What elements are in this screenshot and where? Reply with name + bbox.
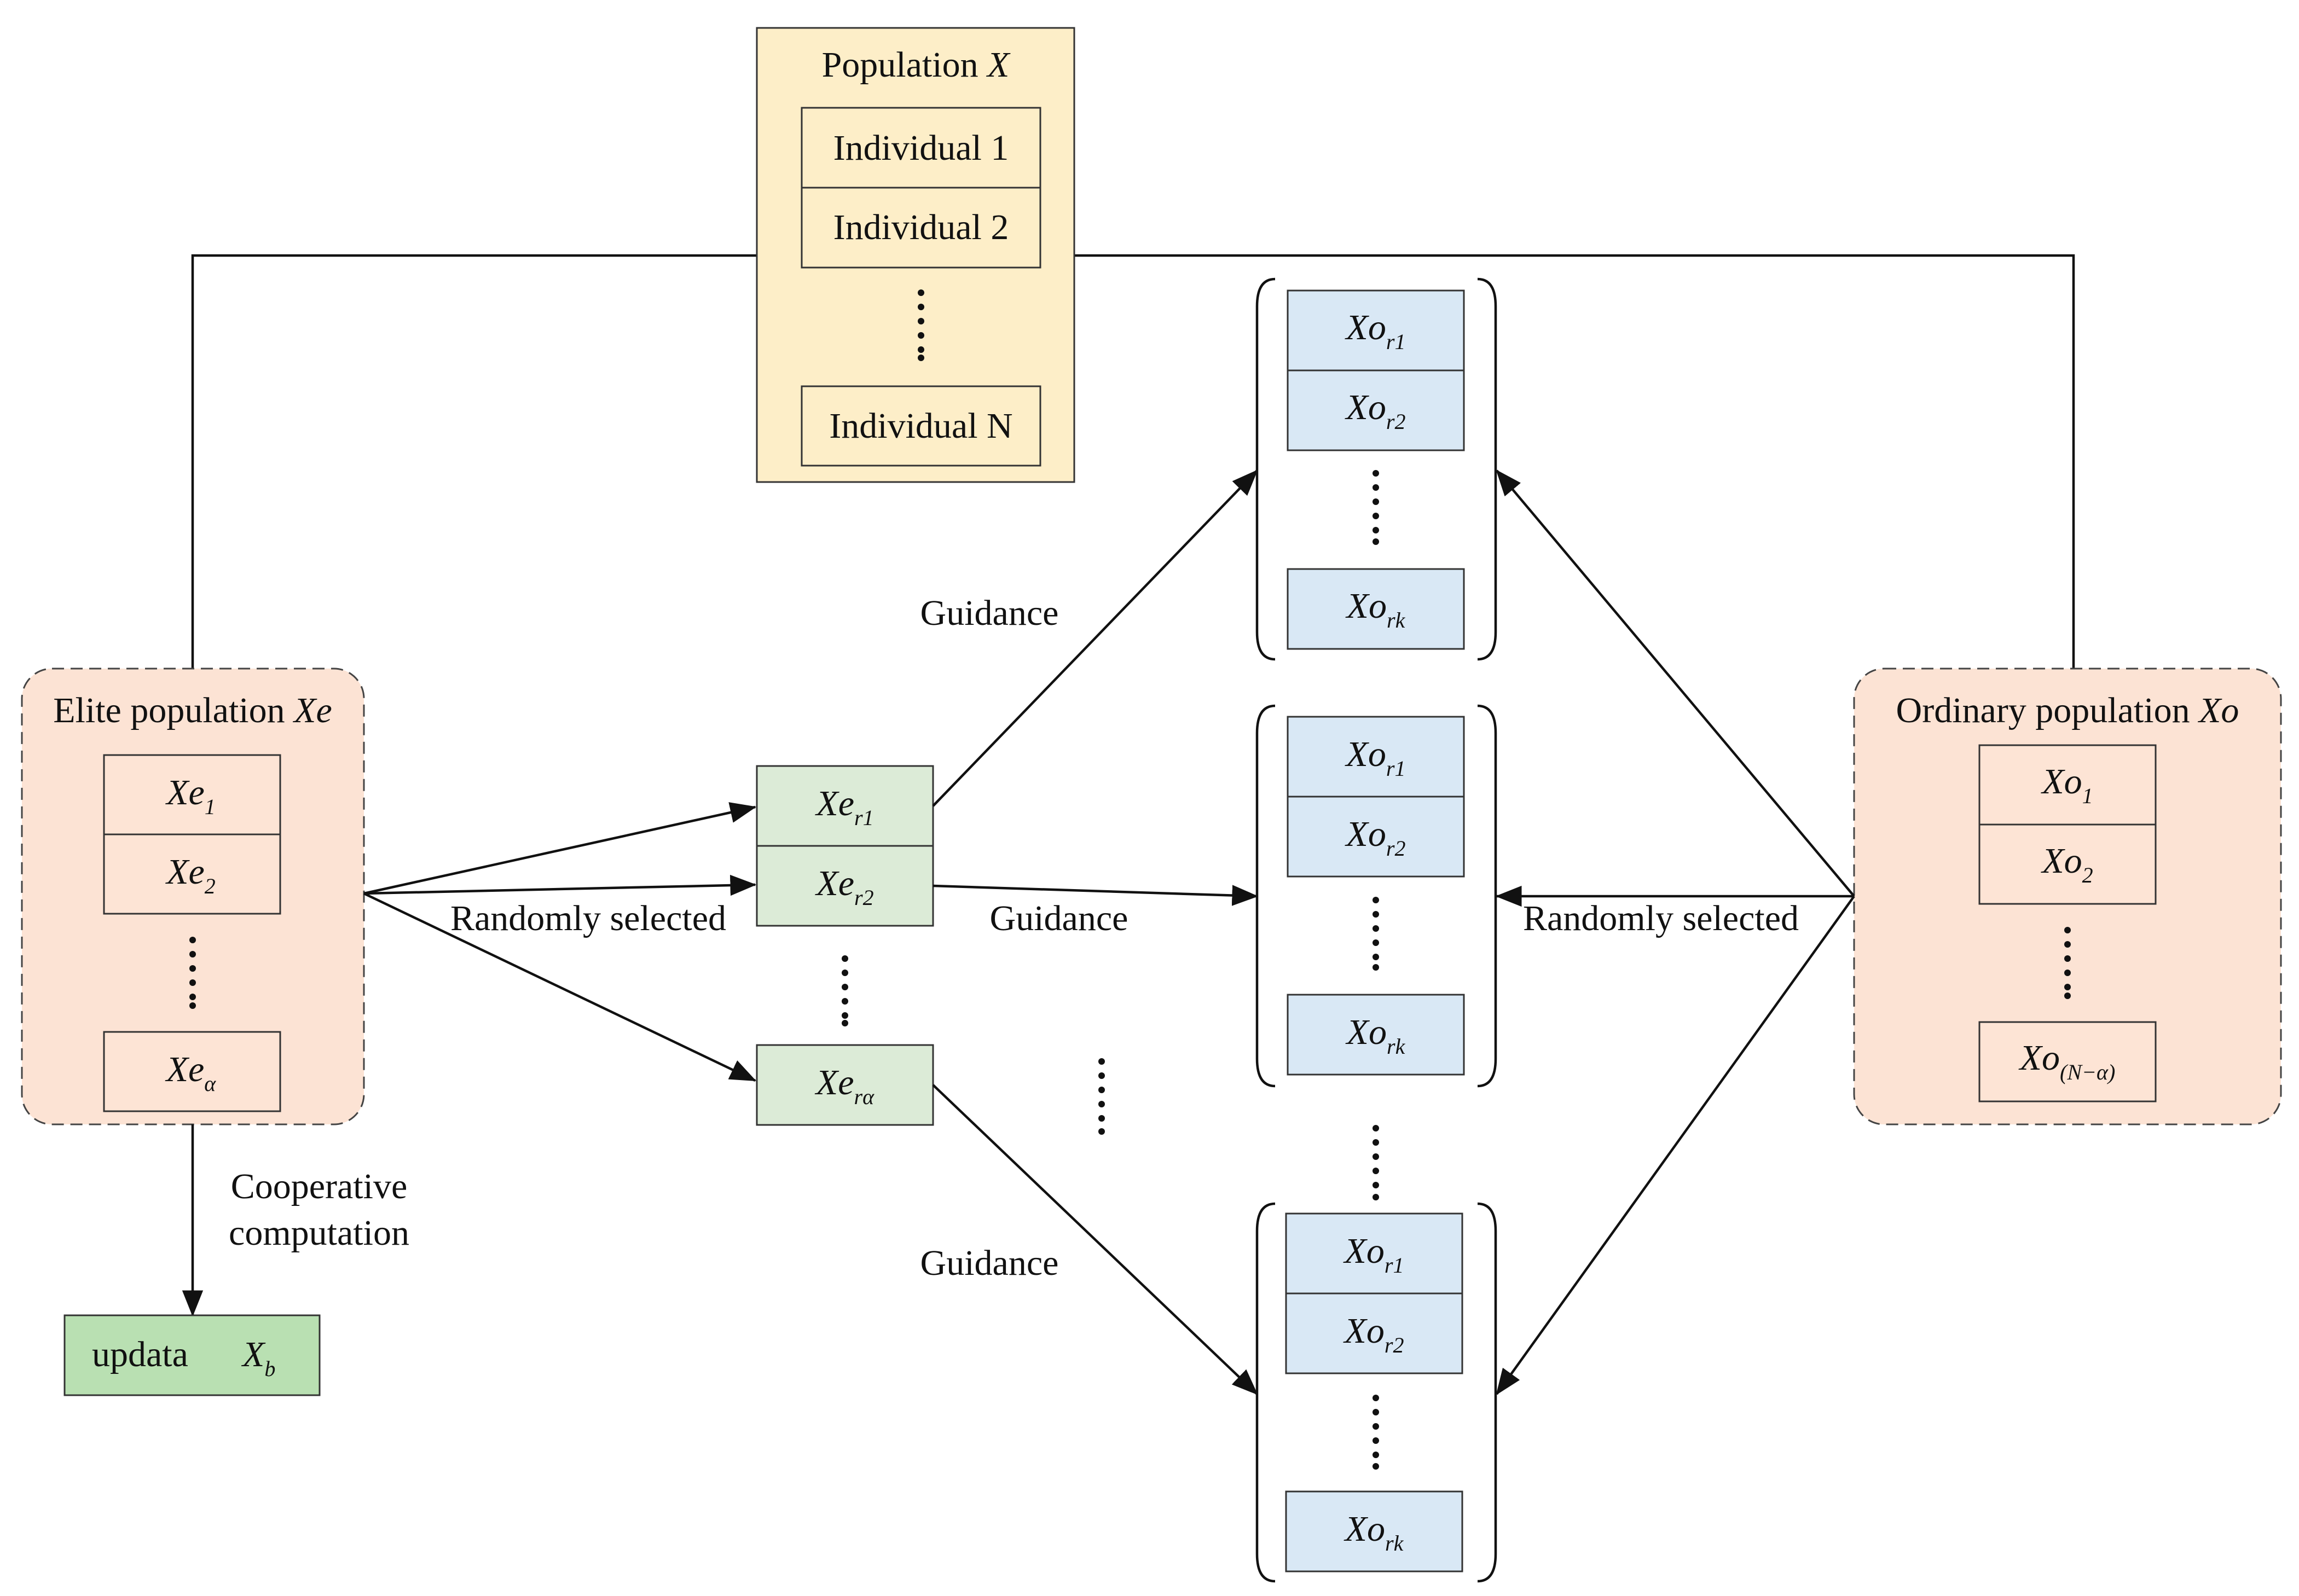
ellipsis-vertical: [842, 955, 848, 1026]
bracket-right: [1477, 704, 1497, 1088]
ordinary-selected-box: [1285, 1292, 1463, 1374]
ordinary-selected-label: Xork: [1345, 1012, 1406, 1059]
ordinary-selected-box: [1287, 369, 1465, 451]
guidance-label-bottom: Guidance: [920, 1243, 1059, 1283]
elite-selection-arrows: [363, 802, 757, 1082]
guidance-arrow-middle: [933, 884, 1259, 906]
connector-lines: [191, 254, 2075, 669]
bracket-right: [1477, 277, 1497, 661]
connector-population-to-ordinary: [1074, 254, 2075, 669]
bracket-right: [1477, 1202, 1497, 1583]
elite-item-label: Xe2: [165, 852, 216, 898]
update-box: [63, 1314, 321, 1396]
ellipsis-vertical: [1373, 470, 1379, 545]
individual-label: Individual N: [829, 406, 1012, 446]
individual-box: [801, 107, 1041, 189]
elite-item-label: Xe1: [165, 773, 216, 819]
arrow-to-group-3: [1496, 895, 1855, 1395]
arrow-to-selected-ralpha: [363, 892, 757, 1082]
ordinary-selected-label: Xor2: [1345, 387, 1406, 434]
ordinary-selected-label: Xor1: [1345, 734, 1406, 781]
ordinary-group-2: Xor1 Xor2 Xork: [1255, 704, 1497, 1088]
ordinary-group-1: Xor1 Xor2 Xork: [1255, 277, 1497, 661]
ordinary-selected-label: Xork: [1345, 586, 1406, 632]
arrow-to-selected-r2: [363, 874, 757, 896]
ordinary-item-box: [1978, 1021, 2157, 1102]
ordinary-selected-box: [1287, 289, 1465, 372]
ordinary-selected-box: [1287, 796, 1465, 878]
ordinary-selected-box: [1285, 1490, 1463, 1572]
arrow-to-selected-r1: [363, 802, 757, 895]
ordinary-item-box: [1978, 744, 2157, 826]
cooperative-label-line1: Cooperative: [231, 1166, 408, 1206]
ordinary-selected-label: Xork: [1344, 1509, 1404, 1556]
ellipsis-vertical: [189, 937, 196, 1009]
ordinary-population-title: Ordinary population Xo: [1896, 690, 2239, 730]
elite-population-block: Elite population Xe Xe1 Xe2 Xeα: [21, 668, 365, 1125]
bracket-left: [1255, 277, 1276, 661]
population-block: Population X Individual 1 Individual 2 I…: [756, 27, 1075, 483]
ellipsis-vertical: [1373, 1395, 1379, 1470]
guidance-label-top: Guidance: [920, 593, 1059, 633]
update-block: updata Xb: [63, 1314, 321, 1396]
ellipsis-vertical: [1098, 1058, 1105, 1135]
ordinary-population-block: Ordinary population Xo Xo1 Xo2 Xo(N−α): [1853, 668, 2282, 1125]
ellipsis-vertical: [1373, 897, 1379, 971]
ordinary-group-3: Xor1 Xor2 Xork: [1255, 1202, 1497, 1583]
connector-population-to-elite: [191, 254, 757, 669]
update-label: updata: [92, 1334, 188, 1374]
ordinary-selected-label: Xor2: [1343, 1311, 1404, 1357]
guidance-arrow-bottom: [932, 1084, 1258, 1395]
randomly-selected-right-label: Randomly selected: [1523, 898, 1799, 938]
ordinary-selected-box: [1287, 994, 1465, 1076]
ordinary-item-label: Xo(N−α): [2018, 1038, 2116, 1084]
ordinary-item-box: [1978, 823, 2157, 905]
population-title: Population X: [822, 45, 1011, 85]
ordinary-selected-box: [1287, 568, 1465, 650]
elite-population-title: Elite population Xe: [53, 690, 332, 730]
ordinary-item-label: Xo2: [2040, 841, 2093, 887]
cooperative-label-line2: computation: [229, 1213, 409, 1253]
guidance-arrows: [932, 469, 1259, 1395]
selected-elite-block: Xer1 Xer2 Xerα: [756, 765, 934, 1126]
individual-box: [801, 187, 1041, 269]
selected-elite-box: [756, 765, 934, 847]
ordinary-selection-arrows: [1495, 469, 1855, 1395]
ordinary-selected-label: Xor1: [1345, 307, 1406, 354]
ellipsis-vertical: [2064, 927, 2071, 999]
selected-elite-box: [756, 845, 934, 927]
selected-elite-label: Xerα: [814, 1063, 875, 1109]
ellipsis-vertical: [1373, 1125, 1379, 1200]
arrow-to-group-1: [1496, 469, 1855, 897]
elite-item-box: [103, 833, 281, 915]
guidance-arrow-top: [932, 469, 1258, 807]
ordinary-selected-box: [1287, 716, 1465, 798]
selected-elite-label: Xer2: [814, 863, 873, 910]
update-variable: Xb: [241, 1334, 275, 1381]
bracket-left: [1255, 704, 1276, 1088]
guidance-label-middle: Guidance: [990, 898, 1128, 938]
ellipsis-vertical: [918, 289, 924, 361]
randomly-selected-left-label: Randomly selected: [450, 898, 726, 938]
individual-label: Individual 1: [833, 128, 1009, 168]
individual-label: Individual 2: [833, 207, 1009, 247]
elite-item-box: [103, 1031, 281, 1112]
selected-elite-label: Xer1: [814, 784, 873, 830]
elite-item-box: [103, 754, 281, 835]
elite-item-label: Xeα: [165, 1049, 217, 1096]
ordinary-selected-label: Xor2: [1345, 814, 1406, 861]
ordinary-selected-label: Xor1: [1343, 1231, 1404, 1278]
bracket-left: [1255, 1202, 1276, 1583]
individual-box: [801, 385, 1041, 467]
selected-elite-box: [756, 1044, 934, 1126]
ordinary-item-label: Xo1: [2040, 762, 2093, 808]
